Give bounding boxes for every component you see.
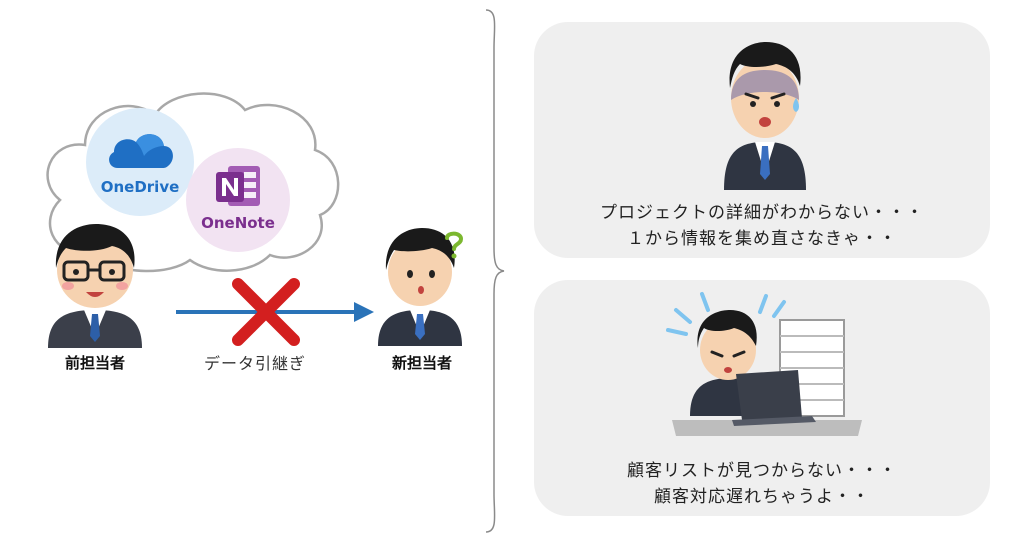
question-mark-icon — [445, 231, 464, 259]
worry-panel-2-line-2: 顧客対応遅れちゃうよ・・ — [654, 487, 870, 507]
new-person-illustration — [378, 228, 462, 346]
worried-person-illustration — [724, 42, 806, 190]
stressed-worker-illustration — [666, 292, 862, 436]
onenote-label: OneNote — [201, 214, 275, 232]
onedrive-icon — [109, 134, 173, 168]
worry-panel-1-line-1: プロジェクトの詳細がわからない・・・ — [600, 203, 924, 223]
brace-divider — [485, 9, 505, 533]
onedrive-badge: OneDrive — [86, 108, 194, 216]
worry-panel-1: プロジェクトの詳細がわからない・・・ １から情報を集め直さなきゃ・・ — [534, 22, 990, 258]
onenote-badge: OneNote — [186, 148, 290, 252]
worry-panel-2: 顧客リストが見つからない・・・ 顧客対応遅れちゃうよ・・ — [534, 280, 990, 516]
previous-person-illustration — [48, 224, 142, 348]
onenote-icon — [216, 166, 260, 206]
worry-panel-1-line-2: １から情報を集め直さなきゃ・・ — [627, 229, 897, 249]
new-person-label: 新担当者 — [391, 354, 452, 372]
handoff-label: データ引継ぎ — [204, 354, 307, 373]
onedrive-label: OneDrive — [100, 178, 180, 196]
worry-panel-2-line-1: 顧客リストが見つからない・・・ — [627, 461, 897, 481]
failure-cross-icon — [232, 278, 300, 346]
previous-person-label: 前担当者 — [64, 354, 125, 372]
